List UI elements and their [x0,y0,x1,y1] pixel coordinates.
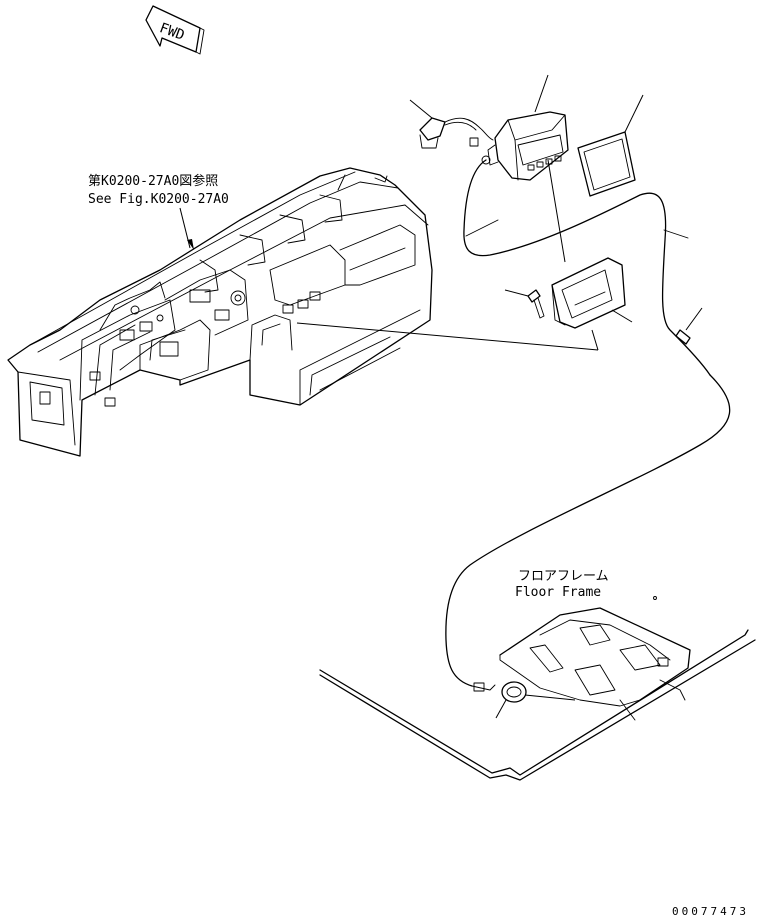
reference-jp: 第K0200-27A0図参照 [88,173,218,189]
dashboard-assembly [7,167,433,457]
grommet [471,681,576,719]
cover-plate [577,94,644,197]
monitor-unit [487,74,569,181]
floor-frame: フロアフレーム Floor Frame [319,569,756,781]
floor-frame-label-jp: フロアフレーム [518,569,609,584]
drawing-number: 00077473 [672,905,749,917]
floor-frame-label-en: Floor Frame [515,585,601,600]
monitor-bracket [547,159,633,329]
reference-label: 第K0200-27A0図参照 See Fig.K0200-27A0 [88,173,229,250]
mount-leaders [296,322,599,351]
fwd-arrow: FWD [145,5,205,55]
bolt [504,289,545,319]
connector-harness [409,99,494,165]
cables [445,159,731,687]
reference-arrowhead [187,239,194,250]
reference-en: See Fig.K0200-27A0 [88,192,229,207]
